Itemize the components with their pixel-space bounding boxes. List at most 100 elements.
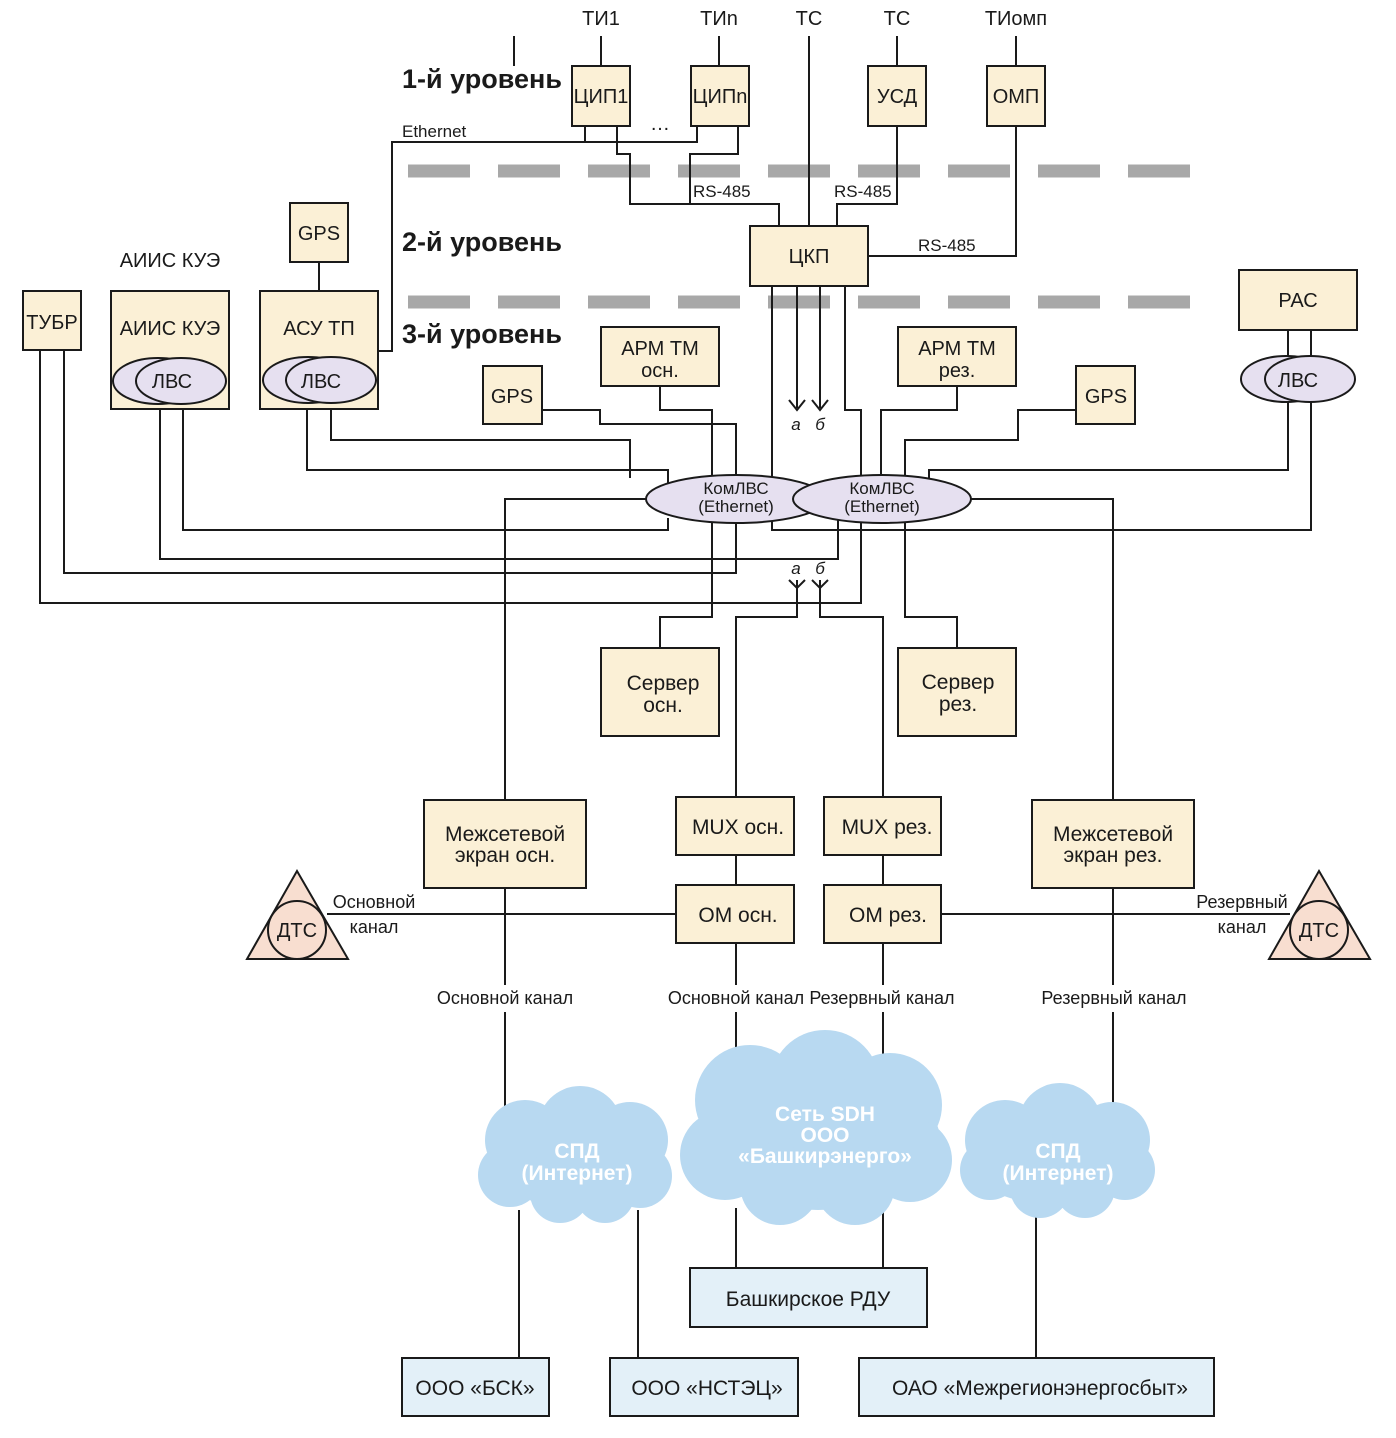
dts-right: ДТС bbox=[1267, 868, 1372, 960]
asu-tp-lan: ЛВС bbox=[262, 356, 377, 404]
svg-text:ЦИПn: ЦИПn bbox=[693, 86, 748, 108]
rdu-box: Башкирское РДУ bbox=[689, 1267, 928, 1328]
svg-text:(Интернет): (Интернет) bbox=[1003, 1162, 1114, 1185]
level-1-label: 1-й уровень bbox=[402, 64, 562, 94]
svg-text:ОАО «Межрегионэнергосбыт»: ОАО «Межрегионэнергосбыт» bbox=[892, 1377, 1188, 1400]
signal-tc-2: ТС bbox=[884, 8, 911, 30]
om-reserve-box: ОМ рез. bbox=[823, 884, 942, 944]
svg-text:АРМ ТМ: АРМ ТМ bbox=[918, 338, 996, 360]
ethernet-label: Ethernet bbox=[402, 122, 467, 141]
mux-main-box: MUX осн. bbox=[675, 796, 795, 856]
channel-main-1: Основной канал bbox=[437, 988, 573, 1008]
svg-text:Межсетевой: Межсетевой bbox=[445, 823, 565, 846]
svg-text:СПД: СПД bbox=[1035, 1140, 1080, 1163]
a-label-bottom: а bbox=[791, 559, 800, 578]
svg-text:(Ethernet): (Ethernet) bbox=[698, 497, 774, 516]
svg-text:осн.: осн. bbox=[641, 360, 679, 382]
svg-text:ООО «НСТЭЦ»: ООО «НСТЭЦ» bbox=[631, 1377, 782, 1400]
svg-text:КомЛВС: КомЛВС bbox=[703, 479, 768, 498]
gps-left-box: GPS bbox=[482, 365, 543, 425]
svg-text:MUX рез.: MUX рез. bbox=[842, 816, 933, 839]
ellipsis: … bbox=[650, 113, 670, 135]
svg-text:Межсетевой: Межсетевой bbox=[1053, 823, 1173, 846]
dts-left: ДТС bbox=[245, 868, 350, 960]
connection-lines bbox=[39, 36, 1312, 1358]
svg-text:ЛВС: ЛВС bbox=[1278, 370, 1318, 392]
svg-text:АИИС КУЭ: АИИС КУЭ bbox=[120, 318, 221, 340]
firewall-main-box: Межсетевой экран осн. bbox=[423, 799, 587, 889]
svg-text:рез.: рез. bbox=[939, 693, 977, 716]
reserve-channel-right-1: Резервный bbox=[1196, 892, 1287, 912]
svg-text:(Интернет): (Интернет) bbox=[522, 1162, 633, 1185]
svg-text:Сервер: Сервер bbox=[627, 672, 700, 695]
svg-text:рез.: рез. bbox=[939, 360, 976, 382]
main-channel-left-1: Основной bbox=[333, 892, 416, 912]
rs485-label-2: RS-485 bbox=[834, 182, 892, 201]
svg-text:ООО «БСК»: ООО «БСК» bbox=[415, 1377, 534, 1400]
kom-lvs-main: КомЛВС (Ethernet) bbox=[645, 474, 827, 524]
mux-reserve-box: MUX рез. bbox=[823, 796, 942, 856]
signal-tiomp: ТИомп bbox=[985, 8, 1047, 30]
cloud-sdh: Сеть SDH ООО «Башкирэнерго» bbox=[680, 1030, 952, 1225]
svg-text:ТУБР: ТУБР bbox=[26, 312, 77, 334]
b-label-bottom: б bbox=[815, 559, 826, 578]
arm-tm-main-box: АРМ ТМ осн. bbox=[600, 326, 720, 387]
svg-text:«Башкирэнерго»: «Башкирэнерго» bbox=[738, 1145, 912, 1168]
svg-text:MUX осн.: MUX осн. bbox=[692, 816, 784, 839]
svg-text:экран осн.: экран осн. bbox=[455, 844, 555, 867]
signal-tc-1: ТС bbox=[796, 8, 823, 30]
svg-text:ДТС: ДТС bbox=[277, 920, 317, 942]
svg-text:осн.: осн. bbox=[643, 694, 683, 717]
channel-main-2: Основной канал bbox=[668, 988, 804, 1008]
svg-text:(Ethernet): (Ethernet) bbox=[844, 497, 920, 516]
channel-reserve-2: Резервный канал bbox=[1041, 988, 1186, 1008]
pac-box: РАС bbox=[1238, 269, 1358, 331]
signal-tin: ТИn bbox=[700, 8, 738, 30]
cloud-spd-left: СПД (Интернет) bbox=[478, 1086, 672, 1223]
svg-text:ЛВС: ЛВС bbox=[301, 371, 341, 393]
bsk-box: ООО «БСК» bbox=[401, 1357, 550, 1417]
aiis-lan: ЛВС bbox=[112, 357, 227, 405]
svg-text:ЛВС: ЛВС bbox=[152, 371, 192, 393]
level-2-label: 2-й уровень bbox=[402, 227, 562, 257]
svg-text:Сеть SDH: Сеть SDH bbox=[775, 1103, 875, 1126]
cip1-box: ЦИП1 bbox=[571, 65, 631, 127]
cloud-spd-right: СПД (Интернет) bbox=[960, 1083, 1155, 1218]
main-channel-left-2: канал bbox=[350, 917, 399, 937]
svg-text:ОМП: ОМП bbox=[993, 86, 1040, 108]
svg-text:АСУ ТП: АСУ ТП bbox=[283, 318, 355, 340]
rs485-label-1: RS-485 bbox=[693, 182, 751, 201]
signal-ti1: ТИ1 bbox=[582, 8, 620, 30]
svg-text:Башкирское РДУ: Башкирское РДУ bbox=[726, 1288, 891, 1311]
server-main-box: Сервер осн. bbox=[600, 647, 720, 737]
gps-top-box: GPS bbox=[289, 202, 349, 263]
b-label-top: б bbox=[815, 415, 826, 434]
svg-text:Сервер: Сервер bbox=[922, 671, 995, 694]
svg-text:GPS: GPS bbox=[298, 223, 340, 245]
pac-lan: ЛВС bbox=[1240, 355, 1356, 403]
svg-text:УСД: УСД bbox=[877, 86, 918, 108]
aiis-caption: АИИС КУЭ bbox=[120, 250, 221, 272]
svg-text:экран рез.: экран рез. bbox=[1063, 844, 1162, 867]
level-3-label: 3-й уровень bbox=[402, 319, 562, 349]
firewall-reserve-box: Межсетевой экран рез. bbox=[1031, 799, 1195, 889]
svg-text:АРМ ТМ: АРМ ТМ bbox=[621, 338, 699, 360]
svg-text:РАС: РАС bbox=[1278, 290, 1317, 312]
cipn-box: ЦИПn bbox=[690, 65, 750, 127]
nstec-box: ООО «НСТЭЦ» bbox=[609, 1357, 799, 1417]
gps-right-box: GPS bbox=[1075, 365, 1136, 425]
svg-text:ДТС: ДТС bbox=[1299, 920, 1339, 942]
rs485-label-3: RS-485 bbox=[918, 236, 976, 255]
omp-box: ОМП bbox=[986, 65, 1046, 127]
ckp-box: ЦКП bbox=[749, 225, 869, 287]
svg-text:ОМ рез.: ОМ рез. bbox=[849, 904, 927, 927]
svg-text:GPS: GPS bbox=[491, 386, 533, 408]
reserve-channel-right-2: канал bbox=[1218, 917, 1267, 937]
om-main-box: ОМ осн. bbox=[675, 884, 795, 944]
svg-text:ЦКП: ЦКП bbox=[789, 246, 830, 268]
svg-text:ЦИП1: ЦИП1 bbox=[574, 86, 629, 108]
a-label-top: а bbox=[791, 415, 800, 434]
svg-text:ООО: ООО bbox=[800, 1124, 849, 1147]
svg-text:СПД: СПД bbox=[554, 1140, 599, 1163]
